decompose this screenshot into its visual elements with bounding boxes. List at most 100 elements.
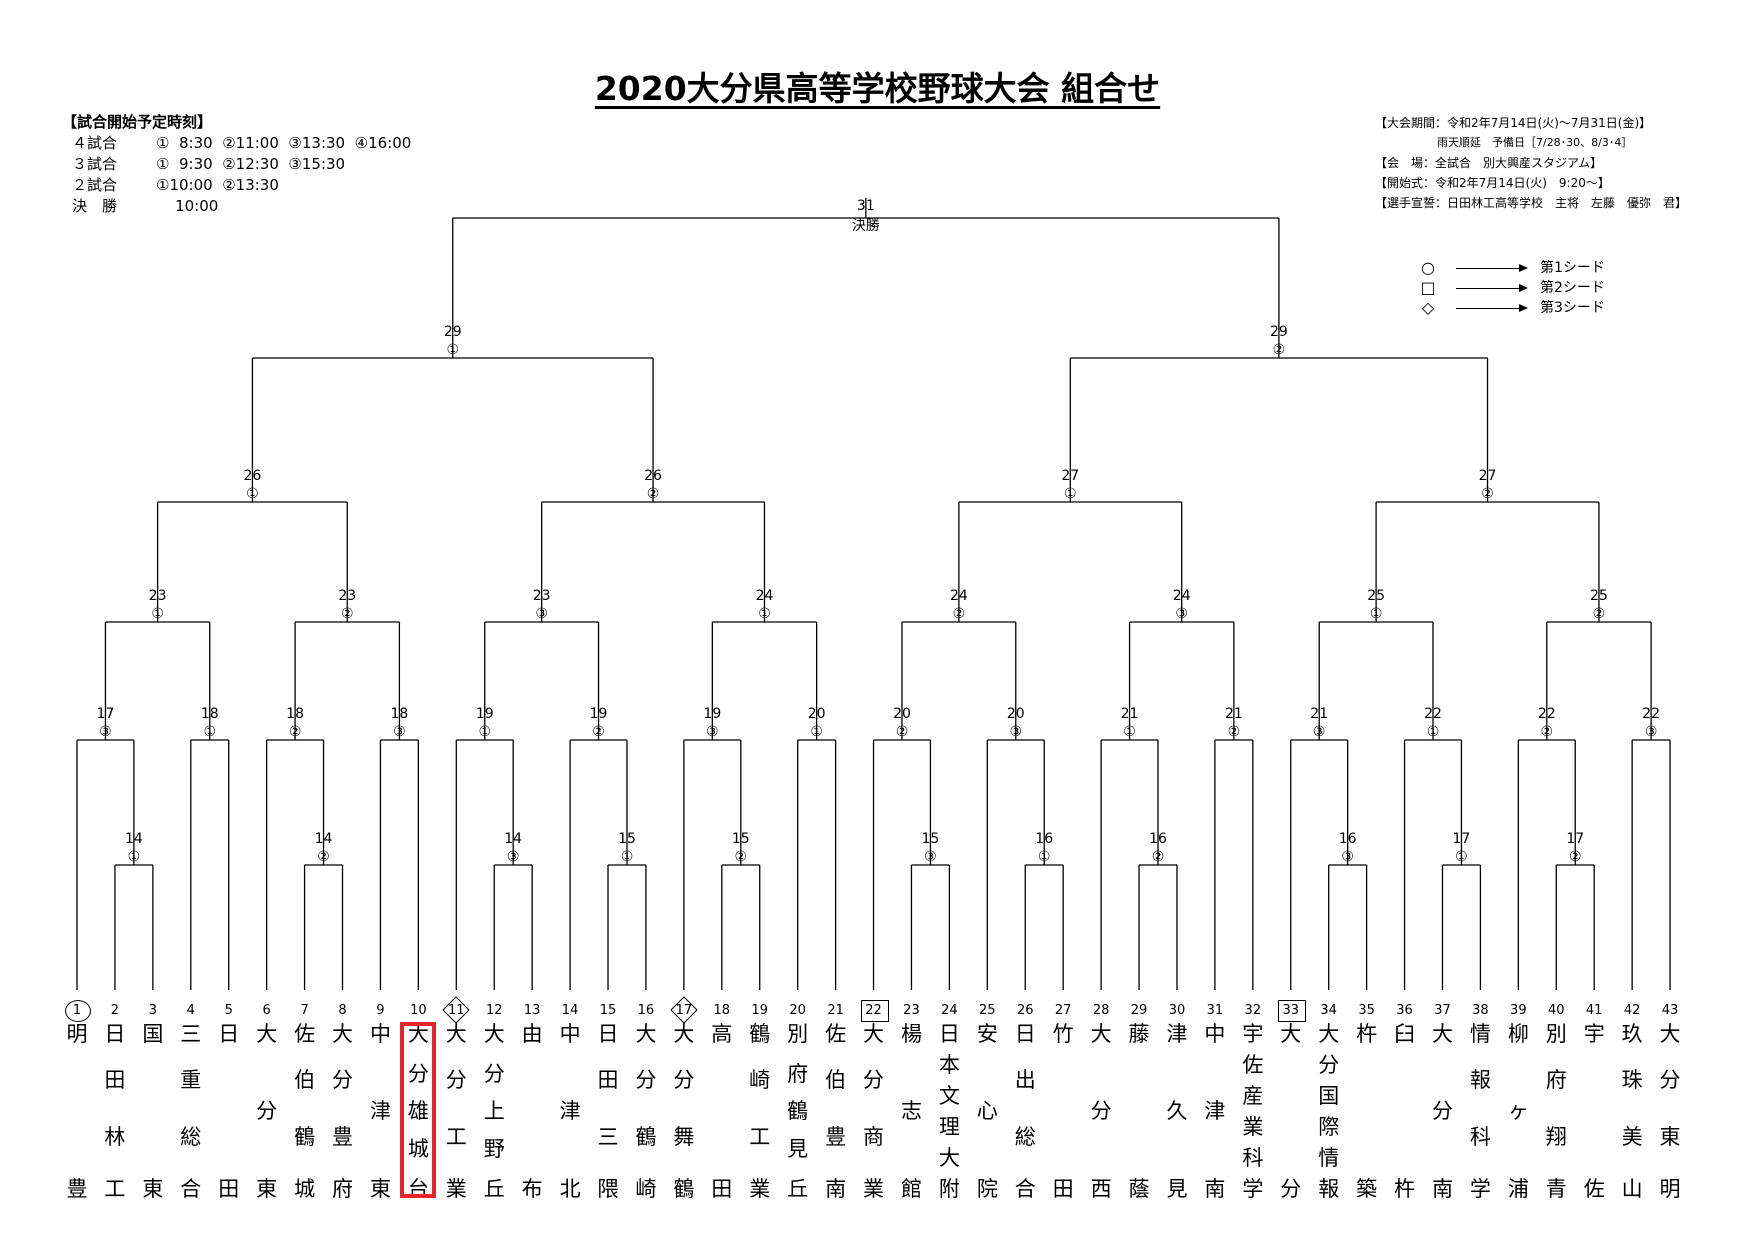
team-name-char: 産 xyxy=(1242,1084,1264,1108)
team-number-text: 10 xyxy=(410,1003,427,1018)
team-name: 由布 xyxy=(513,1022,551,1207)
team-name-char: 大 xyxy=(256,1022,278,1046)
team-name-char: 心 xyxy=(976,1099,998,1123)
team-name-char: 大 xyxy=(1090,1022,1112,1046)
team-name-char: 城 xyxy=(407,1137,429,1161)
team-name-char: 北 xyxy=(559,1177,581,1201)
team-number: 12 xyxy=(475,1000,513,1022)
team-number: 41 xyxy=(1575,1000,1613,1022)
team-number: 34 xyxy=(1310,1000,1348,1022)
team-name-char: 中 xyxy=(1204,1022,1226,1046)
team-name-char: 豊 xyxy=(825,1125,847,1149)
team-number-text: 8 xyxy=(338,1003,347,1018)
team-name-char: 院 xyxy=(976,1177,998,1201)
team-name-char: 文 xyxy=(938,1084,960,1108)
team-name: 宇佐産業科学 xyxy=(1234,1022,1272,1207)
team-name: 大分上野丘 xyxy=(475,1022,513,1207)
team-name-char: 三 xyxy=(597,1125,619,1149)
team-name-char: 鶴 xyxy=(673,1177,695,1201)
team-number-text: 33 xyxy=(1282,1003,1300,1018)
team-number: 7 xyxy=(286,1000,324,1022)
legend-label: 第1シード xyxy=(1540,260,1605,276)
team-name-char: 高 xyxy=(711,1022,733,1046)
team-number-text: 11 xyxy=(448,1003,465,1018)
team-number-text: 4 xyxy=(186,1003,195,1018)
team-name-char: 津 xyxy=(369,1099,391,1123)
team-number-text: 30 xyxy=(1168,1003,1186,1018)
schedule-row-times: ①10:00 ②13:30 xyxy=(156,176,279,194)
team-name-char: 南 xyxy=(1204,1177,1226,1201)
team-number-text: 29 xyxy=(1130,1003,1148,1018)
team-name-char: 合 xyxy=(180,1177,202,1201)
team-number-text: 27 xyxy=(1054,1003,1072,1018)
team-number-text: 38 xyxy=(1472,1003,1489,1018)
tournament-venue: 【会 場：全試合 別大興産スタジアム】 xyxy=(1374,156,1603,170)
legend-item-seed-2: □ 第2シード xyxy=(1418,278,1604,298)
arrow-right-icon xyxy=(1456,283,1528,292)
team-name-char: 大 xyxy=(1659,1022,1681,1046)
team-number: 43 xyxy=(1651,1000,1689,1022)
team-name-char: 久 xyxy=(1166,1099,1188,1123)
team-name-char: 築 xyxy=(1356,1177,1378,1201)
team-name-char: 佐 xyxy=(825,1022,847,1046)
team-name-char: 丘 xyxy=(787,1177,809,1201)
team-number-text: 2 xyxy=(110,1003,120,1018)
team-number: 31 xyxy=(1196,1000,1234,1022)
team-number: 16 xyxy=(627,1000,665,1022)
team-name-char: 丘 xyxy=(483,1177,505,1201)
team-number-text: 28 xyxy=(1092,1003,1110,1018)
team-name-char: 日 xyxy=(597,1022,619,1046)
arrow-right-icon xyxy=(1456,303,1528,312)
team-number: 37 xyxy=(1423,1000,1461,1022)
team-name-char: 大 xyxy=(1280,1022,1302,1046)
team-name-char: 志 xyxy=(900,1099,922,1123)
team-name: 佐伯豊南 xyxy=(817,1022,855,1207)
team-name: 玖珠美山 xyxy=(1613,1022,1651,1207)
team-name: 臼杵 xyxy=(1386,1022,1424,1207)
team-name-char: 宇 xyxy=(1242,1022,1264,1046)
team-name-char: 山 xyxy=(1621,1177,1643,1201)
team-name: 津久見 xyxy=(1158,1022,1196,1207)
team-number: 23 xyxy=(892,1000,930,1022)
team-name-char: 佐 xyxy=(1242,1053,1264,1077)
team-number: 27 xyxy=(1044,1000,1082,1022)
team-number: 36 xyxy=(1386,1000,1424,1022)
team-name-char: 三 xyxy=(180,1022,202,1046)
team-name-char: 田 xyxy=(597,1068,619,1092)
team-name-char: 佐 xyxy=(1583,1177,1605,1201)
team-name-char: 杵 xyxy=(1356,1022,1378,1046)
team-name-char: 分 xyxy=(256,1099,278,1123)
diamond-icon: ◇ xyxy=(1421,298,1435,317)
team-name-char: 情 xyxy=(1469,1022,1491,1046)
team-name-char: 中 xyxy=(559,1022,581,1046)
page-title: 2020大分県高等学校野球大会 組合せ xyxy=(0,62,1755,110)
final-day: 31 xyxy=(857,198,875,214)
team-name-char: 大 xyxy=(445,1022,467,1046)
team-name-char: 合 xyxy=(1014,1177,1036,1201)
team-number: 9 xyxy=(361,1000,399,1022)
team-name-char: 伯 xyxy=(294,1068,316,1092)
team-number-text: 5 xyxy=(224,1003,233,1018)
team-name-char: 附 xyxy=(938,1177,960,1201)
team-name-char: 鶴 xyxy=(787,1099,809,1123)
team-name: 日田三隈 xyxy=(589,1022,627,1207)
team-name: 中津東 xyxy=(361,1022,399,1207)
team-name: 竹田 xyxy=(1044,1022,1082,1207)
team-name-char: 西 xyxy=(1090,1177,1112,1201)
team-name-char: 科 xyxy=(1469,1125,1491,1149)
team-name-char: 田 xyxy=(711,1177,733,1201)
schedule-row: 決 勝 10:00 xyxy=(62,196,411,217)
tournament-period: 【大会期間：令和2年7月14日(火)〜7月31日(金)】 xyxy=(1374,116,1652,130)
team-name-char: 杵 xyxy=(1394,1177,1416,1201)
team-name-char: 東 xyxy=(369,1177,391,1201)
